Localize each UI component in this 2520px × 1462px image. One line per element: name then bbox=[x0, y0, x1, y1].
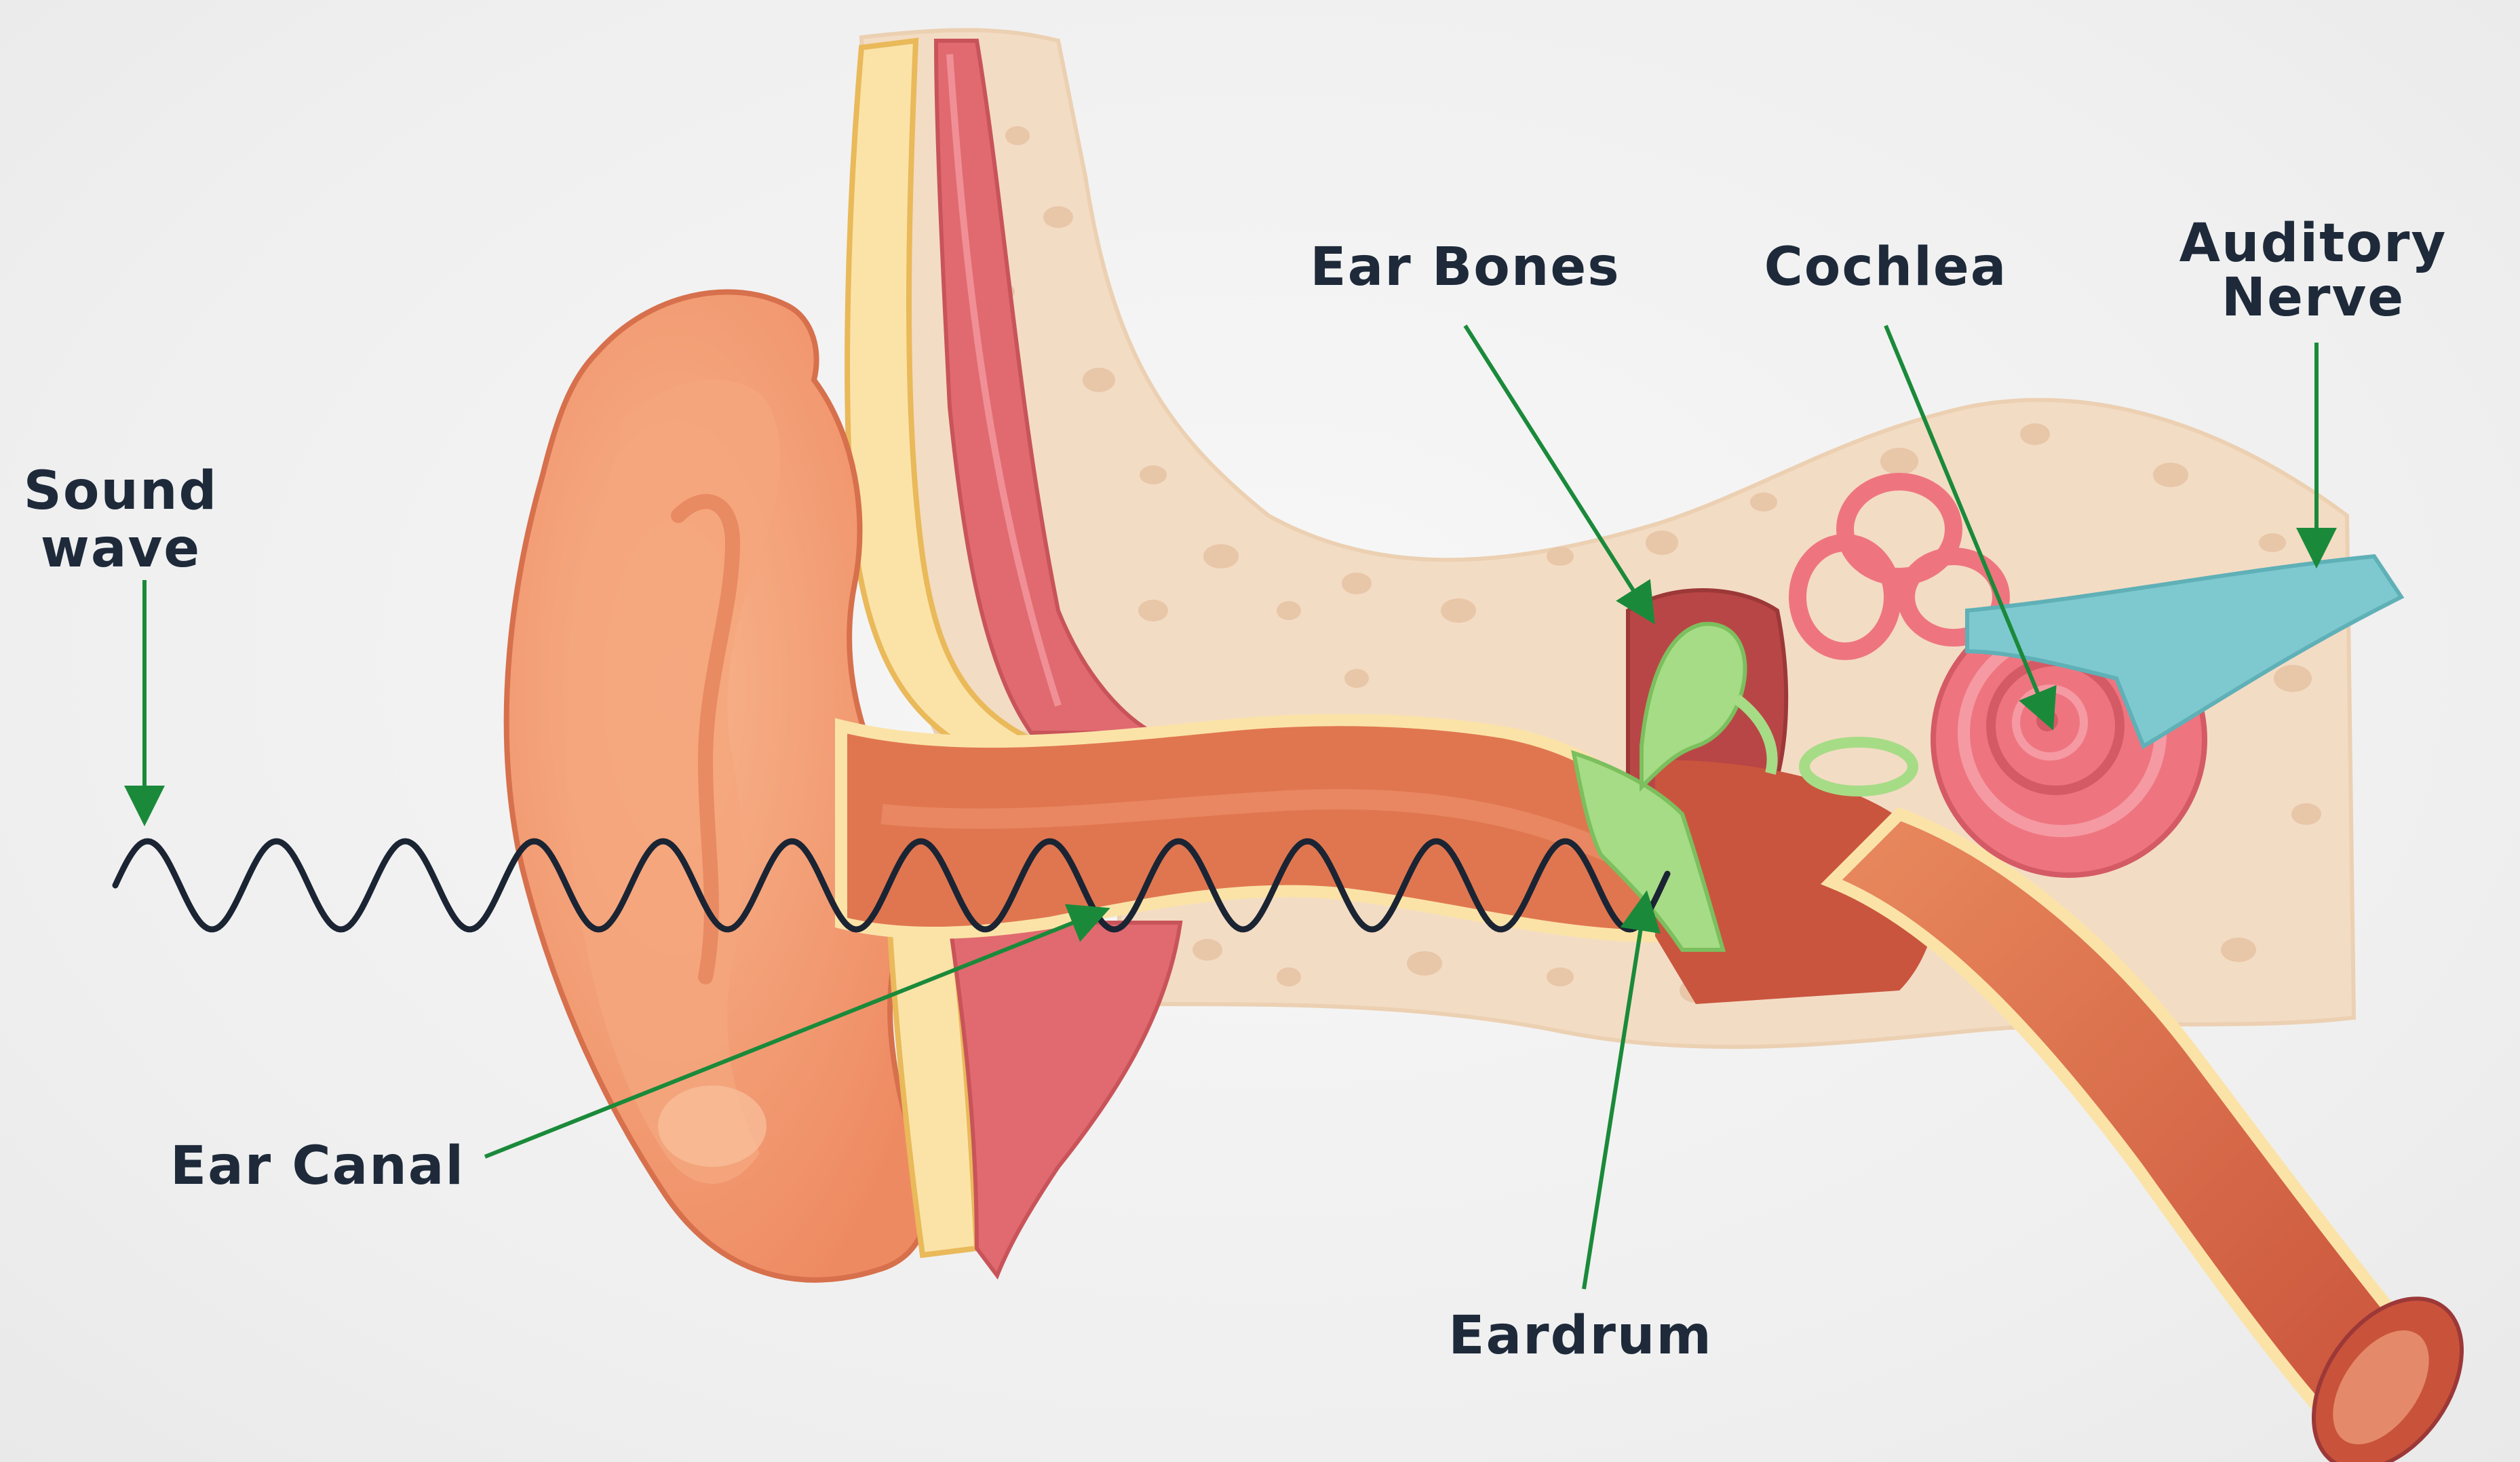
label-auditory-nerve-line2: Nerve bbox=[2222, 267, 2405, 328]
label-sound-wave-line2: wave bbox=[41, 518, 201, 579]
lower-tissue bbox=[889, 909, 1180, 1275]
label-eardrum: Eardrum bbox=[1448, 1305, 1713, 1366]
label-sound-wave-line1: Sound bbox=[24, 461, 218, 522]
label-auditory-nerve-line1: Auditory bbox=[2179, 213, 2447, 274]
label-ear-bones: Ear Bones bbox=[1310, 237, 1620, 298]
label-cochlea: Cochlea bbox=[1764, 237, 2008, 298]
label-ear-canal: Ear Canal bbox=[170, 1136, 465, 1197]
